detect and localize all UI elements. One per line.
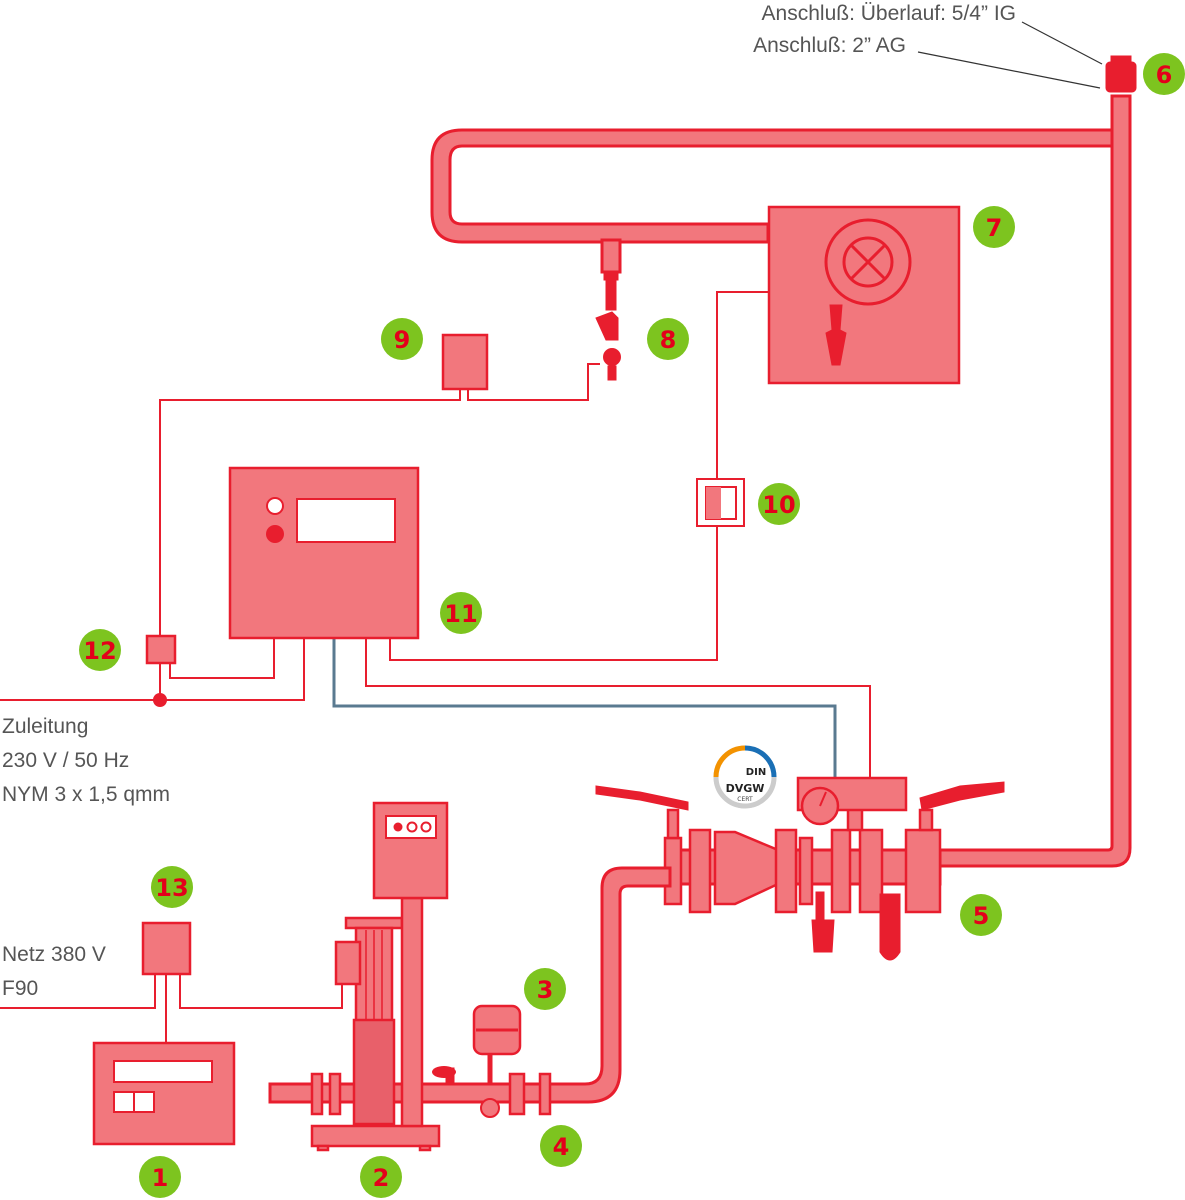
badge-2: 2 — [360, 1156, 402, 1198]
supply-label-line2: 230 V / 50 Hz — [2, 749, 129, 772]
badge-10: 10 — [758, 483, 800, 525]
leader-line-main — [917, 51, 1101, 89]
badge-1-text: 1 — [152, 1164, 169, 1192]
pump-controller — [92, 1041, 236, 1146]
badge-2-text: 2 — [373, 1164, 390, 1192]
cert-text: CERT — [737, 796, 753, 803]
badge-13: 13 — [151, 866, 193, 908]
dvgw-text: DVGW — [726, 782, 765, 795]
dvgw-cert-badge: DIN DVGW CERT — [713, 745, 777, 809]
badge-7-text: 7 — [986, 214, 1003, 242]
badge-6-text: 6 — [1156, 61, 1173, 89]
stop-valve — [595, 271, 623, 381]
badge-3: 3 — [524, 968, 566, 1010]
junction-dot — [153, 693, 167, 707]
leader-line-overflow — [1021, 21, 1103, 65]
mains-label-line2: F90 — [2, 977, 38, 1000]
pump-discharge-pipe — [268, 866, 672, 1118]
badge-5-text: 5 — [973, 902, 990, 930]
badge-6: 6 — [1143, 53, 1185, 95]
pressure-vessel — [472, 1004, 522, 1056]
junction-box — [145, 634, 177, 665]
badge-5: 5 — [960, 894, 1002, 936]
supply-label-line1: Zuleitung — [2, 715, 88, 738]
badge-9: 9 — [381, 318, 423, 360]
badge-4: 4 — [540, 1125, 582, 1167]
mains-switch — [141, 921, 192, 976]
badge-7: 7 — [973, 206, 1015, 248]
flow-switch — [441, 333, 489, 391]
badge-12-text: 12 — [83, 637, 116, 665]
badge-9-text: 9 — [394, 326, 411, 354]
mains-wiring — [0, 974, 343, 1043]
badge-8-text: 8 — [660, 326, 677, 354]
supply-label-line3: NYM 3 x 1,5 qmm — [2, 783, 170, 806]
hose-reel-cabinet — [767, 205, 961, 385]
mains-label-line1: Netz 380 V — [2, 943, 106, 966]
badge-1: 1 — [139, 1156, 181, 1198]
badge-10-text: 10 — [762, 491, 795, 519]
pump-unit — [310, 801, 449, 1152]
badge-4-text: 4 — [553, 1133, 570, 1161]
din-text: DIN — [746, 767, 766, 778]
badge-3-text: 3 — [537, 976, 554, 1004]
pressure-switch — [696, 478, 745, 527]
badge-8: 8 — [647, 318, 689, 360]
badge-13-text: 13 — [155, 874, 188, 902]
main-connection-label: Anschluß: 2” AG — [753, 34, 906, 57]
overflow-connector — [1105, 55, 1137, 93]
badge-12: 12 — [79, 629, 121, 671]
badge-11-text: 11 — [444, 600, 477, 628]
overflow-connection-label: Anschluß: Überlauf: 5/4” IG — [762, 2, 1016, 25]
signal-cable — [332, 638, 837, 780]
control-wiring — [0, 291, 871, 780]
control-panel — [228, 466, 420, 640]
badge-11: 11 — [440, 592, 482, 634]
